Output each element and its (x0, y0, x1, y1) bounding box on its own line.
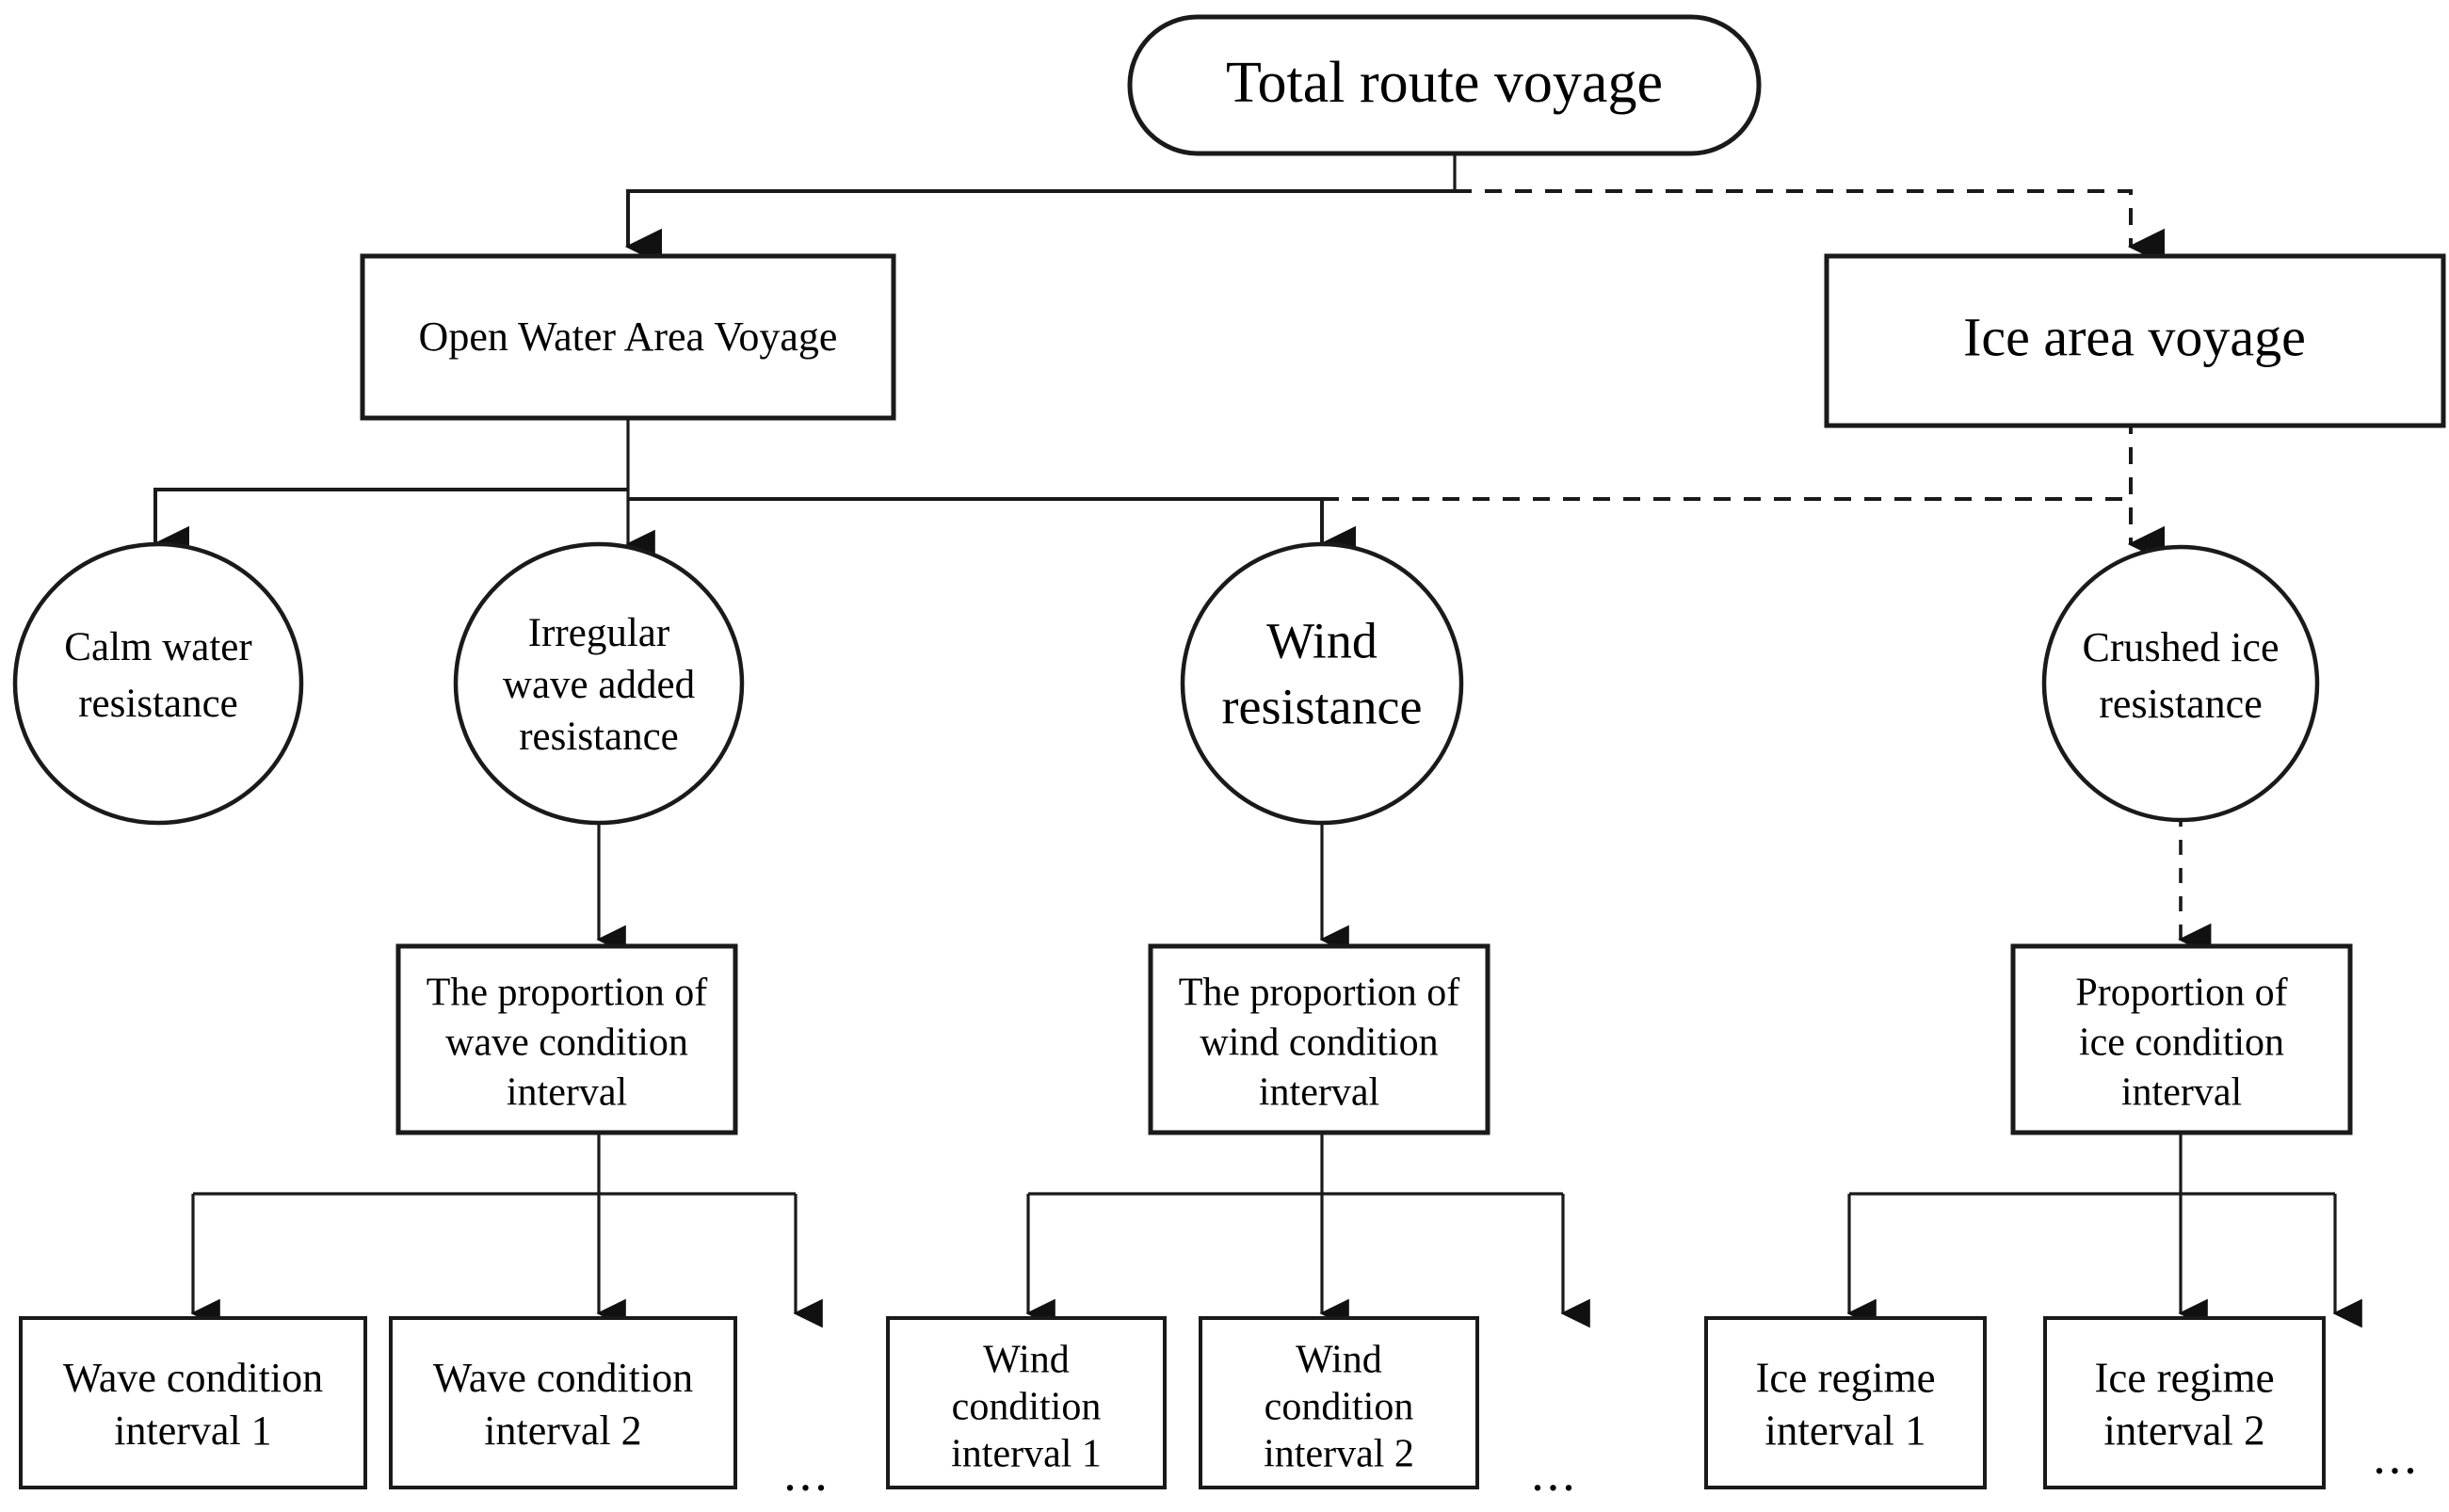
edge-ice-proportion-branches (1846, 1133, 2362, 1328)
node-wave-condition-interval-2[interactable]: Wave condition interval 2 (389, 1316, 737, 1489)
node-label-proportion-wind-line2: wind condition (1200, 1021, 1438, 1065)
node-wind-condition-interval-2[interactable]: Wind condition interval 2 (1199, 1316, 1479, 1489)
node-ice-area-voyage[interactable]: Ice area voyage (1824, 253, 2446, 428)
node-label-irregular-wave-added-resistance-line1: Irregular (528, 611, 669, 655)
node-label-proportion-ice-line1: Proportion of (2075, 972, 2287, 1015)
node-label-wind-interval-1-line2: condition (952, 1386, 1102, 1429)
node-label-irregular-wave-added-resistance-line3: resistance (519, 715, 679, 759)
node-label-calm-water-resistance-line2: resistance (78, 682, 238, 726)
node-crushed-ice-resistance[interactable]: Crushed ice resistance (2041, 544, 2320, 823)
edge-root-to-ice-area (1455, 189, 2165, 265)
node-label-wind-interval-2-line1: Wind (1296, 1339, 1382, 1382)
node-wind-condition-interval-1[interactable]: Wind condition interval 1 (886, 1316, 1167, 1489)
node-label-wind-resistance-line1: Wind (1266, 612, 1378, 668)
node-label-wind-resistance-line2: resistance (1222, 678, 1423, 734)
node-label-irregular-wave-added-resistance-line2: wave added (503, 663, 695, 707)
node-proportion-wave-condition-interval[interactable]: The proportion of wave condition interva… (395, 943, 738, 1135)
node-label-calm-water-resistance-line1: Calm water (64, 625, 251, 669)
node-label-ice-interval-1-line2: interval 1 (1764, 1407, 1925, 1454)
node-label-ice-area-voyage: Ice area voyage (1963, 306, 2306, 367)
node-ice-regime-interval-1[interactable]: Ice regime interval 1 (1704, 1316, 1987, 1489)
node-label-wave-interval-1-line2: interval 1 (114, 1407, 271, 1454)
node-label-proportion-wind-line3: interval (1259, 1071, 1379, 1115)
node-label-wave-interval-1-line1: Wave condition (63, 1355, 323, 1401)
node-label-wave-interval-2-line1: Wave condition (433, 1355, 693, 1401)
edge-ice-area-to-crushed-ice (1322, 417, 2165, 563)
node-label-open-water-area-voyage: Open Water Area Voyage (419, 314, 838, 360)
node-ice-regime-interval-2[interactable]: Ice regime interval 2 (2043, 1316, 2326, 1489)
node-label-proportion-wave-line2: wave condition (445, 1021, 688, 1065)
node-label-proportion-wave-line1: The proportion of (427, 972, 708, 1015)
node-label-wind-interval-2-line2: condition (1265, 1386, 1414, 1429)
ellipsis-wave: ... (783, 1444, 830, 1501)
edge-root-to-open-water (624, 189, 1455, 265)
node-label-wave-interval-2-line2: interval 2 (484, 1407, 641, 1454)
node-calm-water-resistance[interactable]: Calm water resistance (12, 541, 304, 826)
ellipsis-ice: ... (2373, 1427, 2420, 1484)
edge-wave-proportion-branches (190, 1133, 823, 1328)
edge-bus2-to-calm-water (152, 488, 628, 563)
node-label-ice-interval-1-line1: Ice regime (1755, 1354, 1935, 1401)
edge-wind-proportion-branches (1025, 1133, 1590, 1328)
node-label-wind-interval-2-line3: interval 2 (1264, 1433, 1414, 1476)
node-label-proportion-wave-line3: interval (507, 1071, 627, 1115)
node-label-crushed-ice-resistance-line2: resistance (2099, 681, 2262, 727)
node-wind-resistance[interactable]: Wind resistance (1180, 541, 1464, 826)
node-label-ice-interval-2-line2: interval 2 (2103, 1407, 2264, 1454)
node-label-proportion-wind-line1: The proportion of (1179, 972, 1460, 1015)
node-label-wind-interval-1-line1: Wind (983, 1339, 1070, 1382)
node-proportion-ice-condition-interval[interactable]: Proportion of ice condition interval (2010, 943, 2353, 1135)
edge-bus2-to-wind (628, 497, 1356, 563)
node-proportion-wind-condition-interval[interactable]: The proportion of wind condition interva… (1148, 943, 1490, 1135)
node-open-water-area-voyage[interactable]: Open Water Area Voyage (360, 253, 896, 421)
node-total-route-voyage[interactable]: Total route voyage (1127, 14, 1762, 156)
node-label-total-route-voyage: Total route voyage (1226, 51, 1663, 115)
node-label-wind-interval-1-line3: interval 1 (951, 1433, 1102, 1476)
node-label-ice-interval-2-line1: Ice regime (2094, 1354, 2274, 1401)
node-irregular-wave-added-resistance[interactable]: Irregular wave added resistance (453, 541, 745, 826)
ellipsis-wind: ... (1531, 1444, 1578, 1501)
node-label-proportion-ice-line2: ice condition (2079, 1021, 2284, 1065)
node-label-crushed-ice-resistance-line1: Crushed ice (2083, 624, 2280, 670)
node-label-proportion-ice-line3: interval (2121, 1071, 2242, 1115)
node-wave-condition-interval-1[interactable]: Wave condition interval 1 (19, 1316, 367, 1489)
